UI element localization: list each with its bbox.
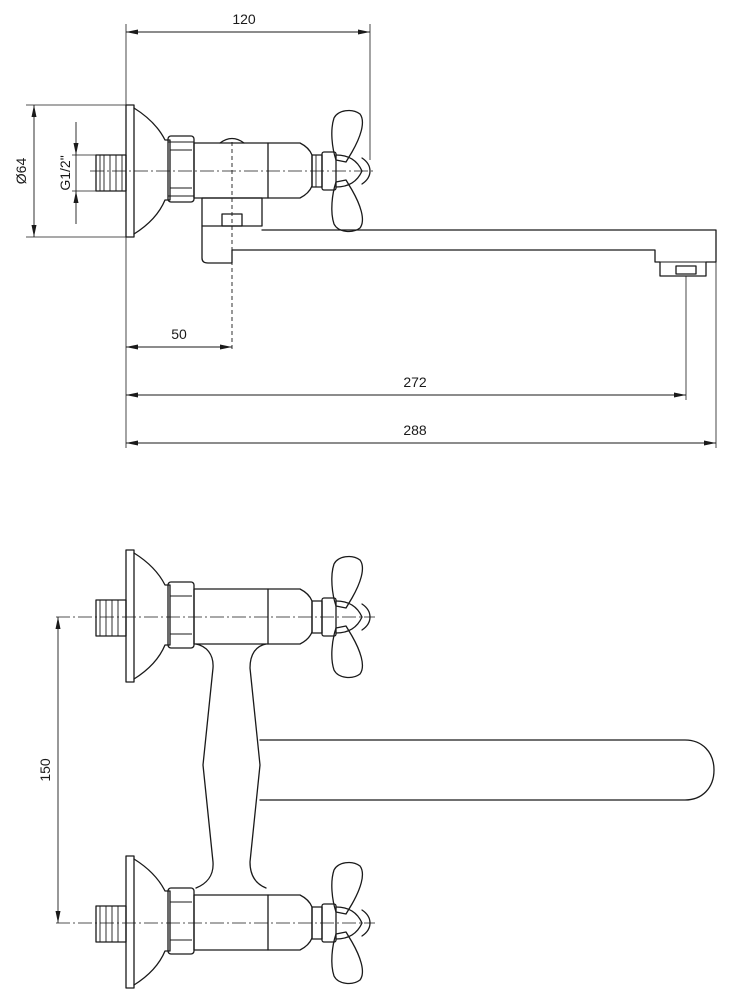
dim-thread: G1/2" [57, 122, 96, 224]
valve-body-lower [193, 894, 371, 951]
dim-120: 120 [126, 11, 370, 35]
dim-272-label: 272 [403, 374, 427, 390]
dim-diameter-64-label: Ø64 [13, 158, 29, 185]
front-view: 150 [37, 549, 715, 989]
spout-front [259, 739, 715, 801]
cross-handle-upper [331, 555, 364, 679]
cross-handle-side [331, 109, 364, 233]
dim-diameter-64: Ø64 [13, 105, 37, 237]
side-view: 120 Ø64 G1/2" 50 [13, 11, 717, 448]
cross-handle-lower [331, 861, 364, 985]
wall-flange-lower [95, 855, 195, 989]
dim-50-label: 50 [171, 326, 187, 342]
valve-body-upper [193, 588, 371, 645]
dim-288: 288 [126, 422, 716, 446]
wall-flange-upper [95, 549, 195, 683]
dim-288-label: 288 [403, 422, 427, 438]
thread-connector-side [95, 154, 127, 192]
dim-120-label: 120 [232, 11, 256, 27]
mixer-body-side [193, 137, 371, 199]
dim-thread-label: G1/2" [57, 155, 73, 190]
hex-nut-side [167, 135, 195, 203]
dim-50: 50 [126, 326, 232, 350]
mixer-column [195, 643, 267, 889]
dim-150-label: 150 [37, 758, 53, 782]
dim-150: 150 [37, 617, 61, 923]
spout-side [201, 197, 717, 277]
dim-272: 272 [126, 374, 686, 398]
